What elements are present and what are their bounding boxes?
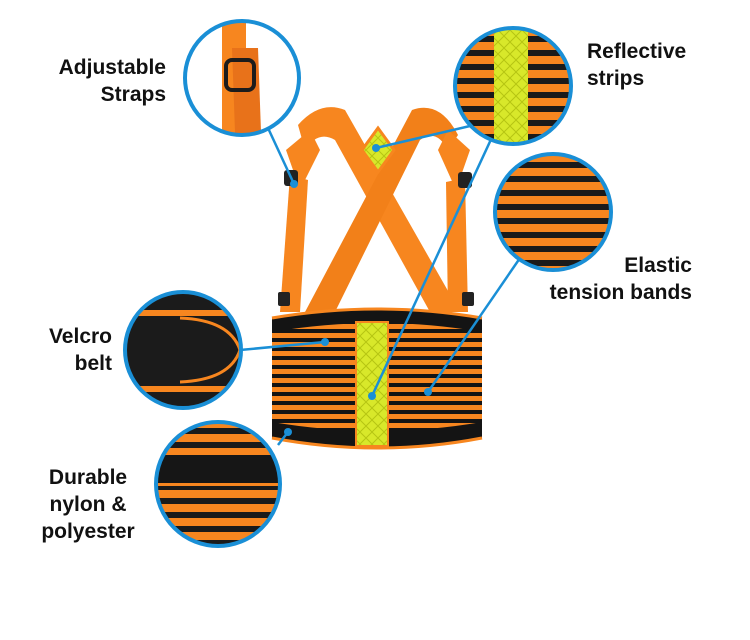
callout-line-reflective-belt (370, 119, 502, 397)
callout-line-velcro (239, 340, 326, 352)
label-adjustable-line1: Adjustable (58, 56, 166, 79)
callout-line-straps (266, 127, 296, 185)
label-durable-line3: polyester (41, 520, 135, 543)
callout-circle-elastic-bands (493, 152, 613, 272)
label-durable-line2: nylon & (49, 493, 127, 516)
label-velcro-line2: belt (74, 352, 112, 375)
callout-circle-velcro-belt (123, 290, 243, 410)
label-elastic-line1: Elastic (624, 254, 692, 277)
label-durable-line1: Durable (48, 466, 128, 489)
strap-buckle-right (458, 172, 472, 188)
main-belt-product (271, 107, 483, 450)
label-adjustable-line2: Straps (100, 83, 166, 106)
label-velcro-belt: Velcro belt (30, 323, 112, 377)
callout-circle-reflective-strips (453, 26, 573, 146)
label-reflective-strips: Reflective strips (587, 38, 717, 92)
label-elastic-bands: Elastic tension bands (540, 252, 692, 306)
reflective-strip (355, 321, 389, 447)
callout-circle-adjustable-straps (183, 19, 301, 137)
label-elastic-line2: tension bands (549, 281, 692, 304)
label-reflective-line2: strips (587, 67, 645, 90)
callout-line-reflective (375, 124, 471, 150)
label-reflective-line1: Reflective (587, 40, 687, 63)
callout-line-elastic (426, 257, 522, 393)
label-durable-material: Durable nylon & polyester (35, 464, 141, 545)
label-adjustable-straps: Adjustable Straps (40, 54, 166, 108)
label-velcro-line1: Velcro (48, 325, 112, 348)
callout-circle-durable-material (154, 420, 282, 548)
